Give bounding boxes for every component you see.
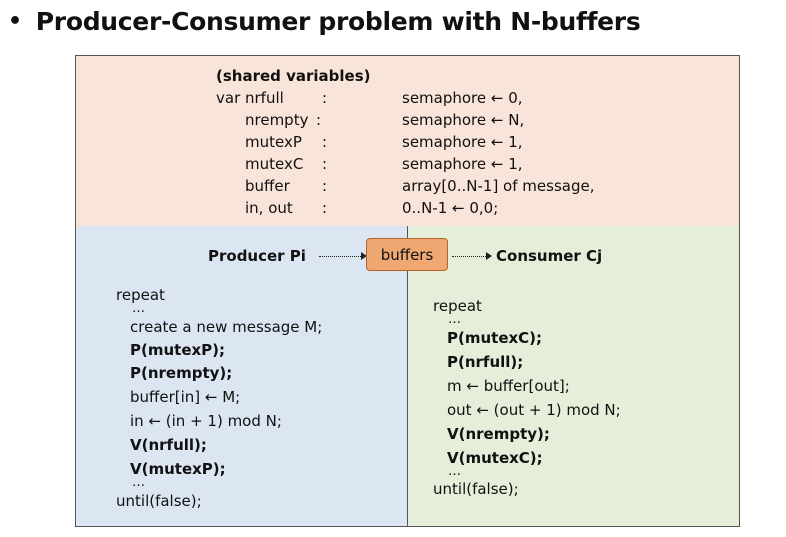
title-bullet: • [8, 8, 22, 34]
shared-var-name: nrempty [245, 111, 309, 129]
producer-ellipsis-bottom: … [132, 475, 145, 490]
shared-var-name: mutexP [245, 133, 302, 151]
shared-var-value: semaphore ← N, [402, 111, 525, 129]
producer-ellipsis-top: … [132, 301, 145, 316]
buffers-to-consumer-arrow [452, 252, 492, 260]
producer-line: buffer[in] ← M; [130, 388, 241, 406]
producer-line: P(nrempty); [130, 364, 233, 382]
shared-var-value: semaphore ← 1, [402, 133, 523, 151]
producer-line: create a new message M; [130, 318, 323, 336]
shared-var-value: 0..N-1 ← 0,0; [402, 199, 499, 217]
shared-var-name: in, out [245, 199, 293, 217]
consumer-repeat: repeat [433, 297, 482, 315]
consumer-ellipsis-bottom: … [448, 464, 461, 479]
title-text: Producer-Consumer problem with N-buffers [35, 6, 641, 36]
consumer-line: P(mutexC); [447, 329, 543, 347]
shared-var-value: semaphore ← 0, [402, 89, 523, 107]
shared-var-sep: : [322, 155, 328, 173]
producer-line: V(mutexP); [130, 460, 226, 478]
shared-var-sep: : [322, 89, 328, 107]
shared-var-sep: : [316, 111, 322, 129]
consumer-line: m ← buffer[out]; [447, 377, 570, 395]
producer-until: until(false); [116, 492, 202, 510]
buffers-label: buffers [380, 245, 434, 264]
buffers-box: buffers [366, 238, 448, 271]
consumer-panel: repeat … P(mutexC); P(nrfull); m ← buffe… [408, 226, 739, 526]
shared-var-name: var nrfull [216, 89, 284, 107]
producer-line: in ← (in + 1) mod N; [130, 412, 282, 430]
producer-line: V(nrfull); [130, 436, 207, 454]
producer-line: P(mutexP); [130, 341, 226, 359]
consumer-line: V(nrempty); [447, 425, 550, 443]
producer-repeat: repeat [116, 286, 165, 304]
shared-var-sep: : [322, 199, 328, 217]
shared-var-value: semaphore ← 1, [402, 155, 523, 173]
shared-var-name: mutexC [245, 155, 304, 173]
consumer-label: Consumer Cj [496, 247, 603, 265]
producer-label: Producer Pi [208, 247, 306, 265]
consumer-line: V(mutexC); [447, 449, 543, 467]
shared-variables-panel: (shared variables) var nrfull : semaphor… [76, 56, 739, 227]
shared-var-sep: : [322, 133, 328, 151]
diagram-frame: (shared variables) var nrfull : semaphor… [75, 55, 740, 527]
consumer-line: P(nrfull); [447, 353, 524, 371]
producer-to-buffers-arrow [319, 252, 367, 260]
shared-var-value: array[0..N-1] of message, [402, 177, 595, 195]
consumer-until: until(false); [433, 480, 519, 498]
shared-var-name: buffer [245, 177, 290, 195]
shared-heading: (shared variables) [216, 67, 371, 85]
producer-panel: repeat … create a new message M; P(mutex… [76, 226, 408, 526]
consumer-ellipsis-top: … [448, 312, 461, 327]
slide-title: • Producer-Consumer problem with N-buffe… [8, 0, 641, 42]
shared-var-sep: : [322, 177, 328, 195]
consumer-line: out ← (out + 1) mod N; [447, 401, 621, 419]
